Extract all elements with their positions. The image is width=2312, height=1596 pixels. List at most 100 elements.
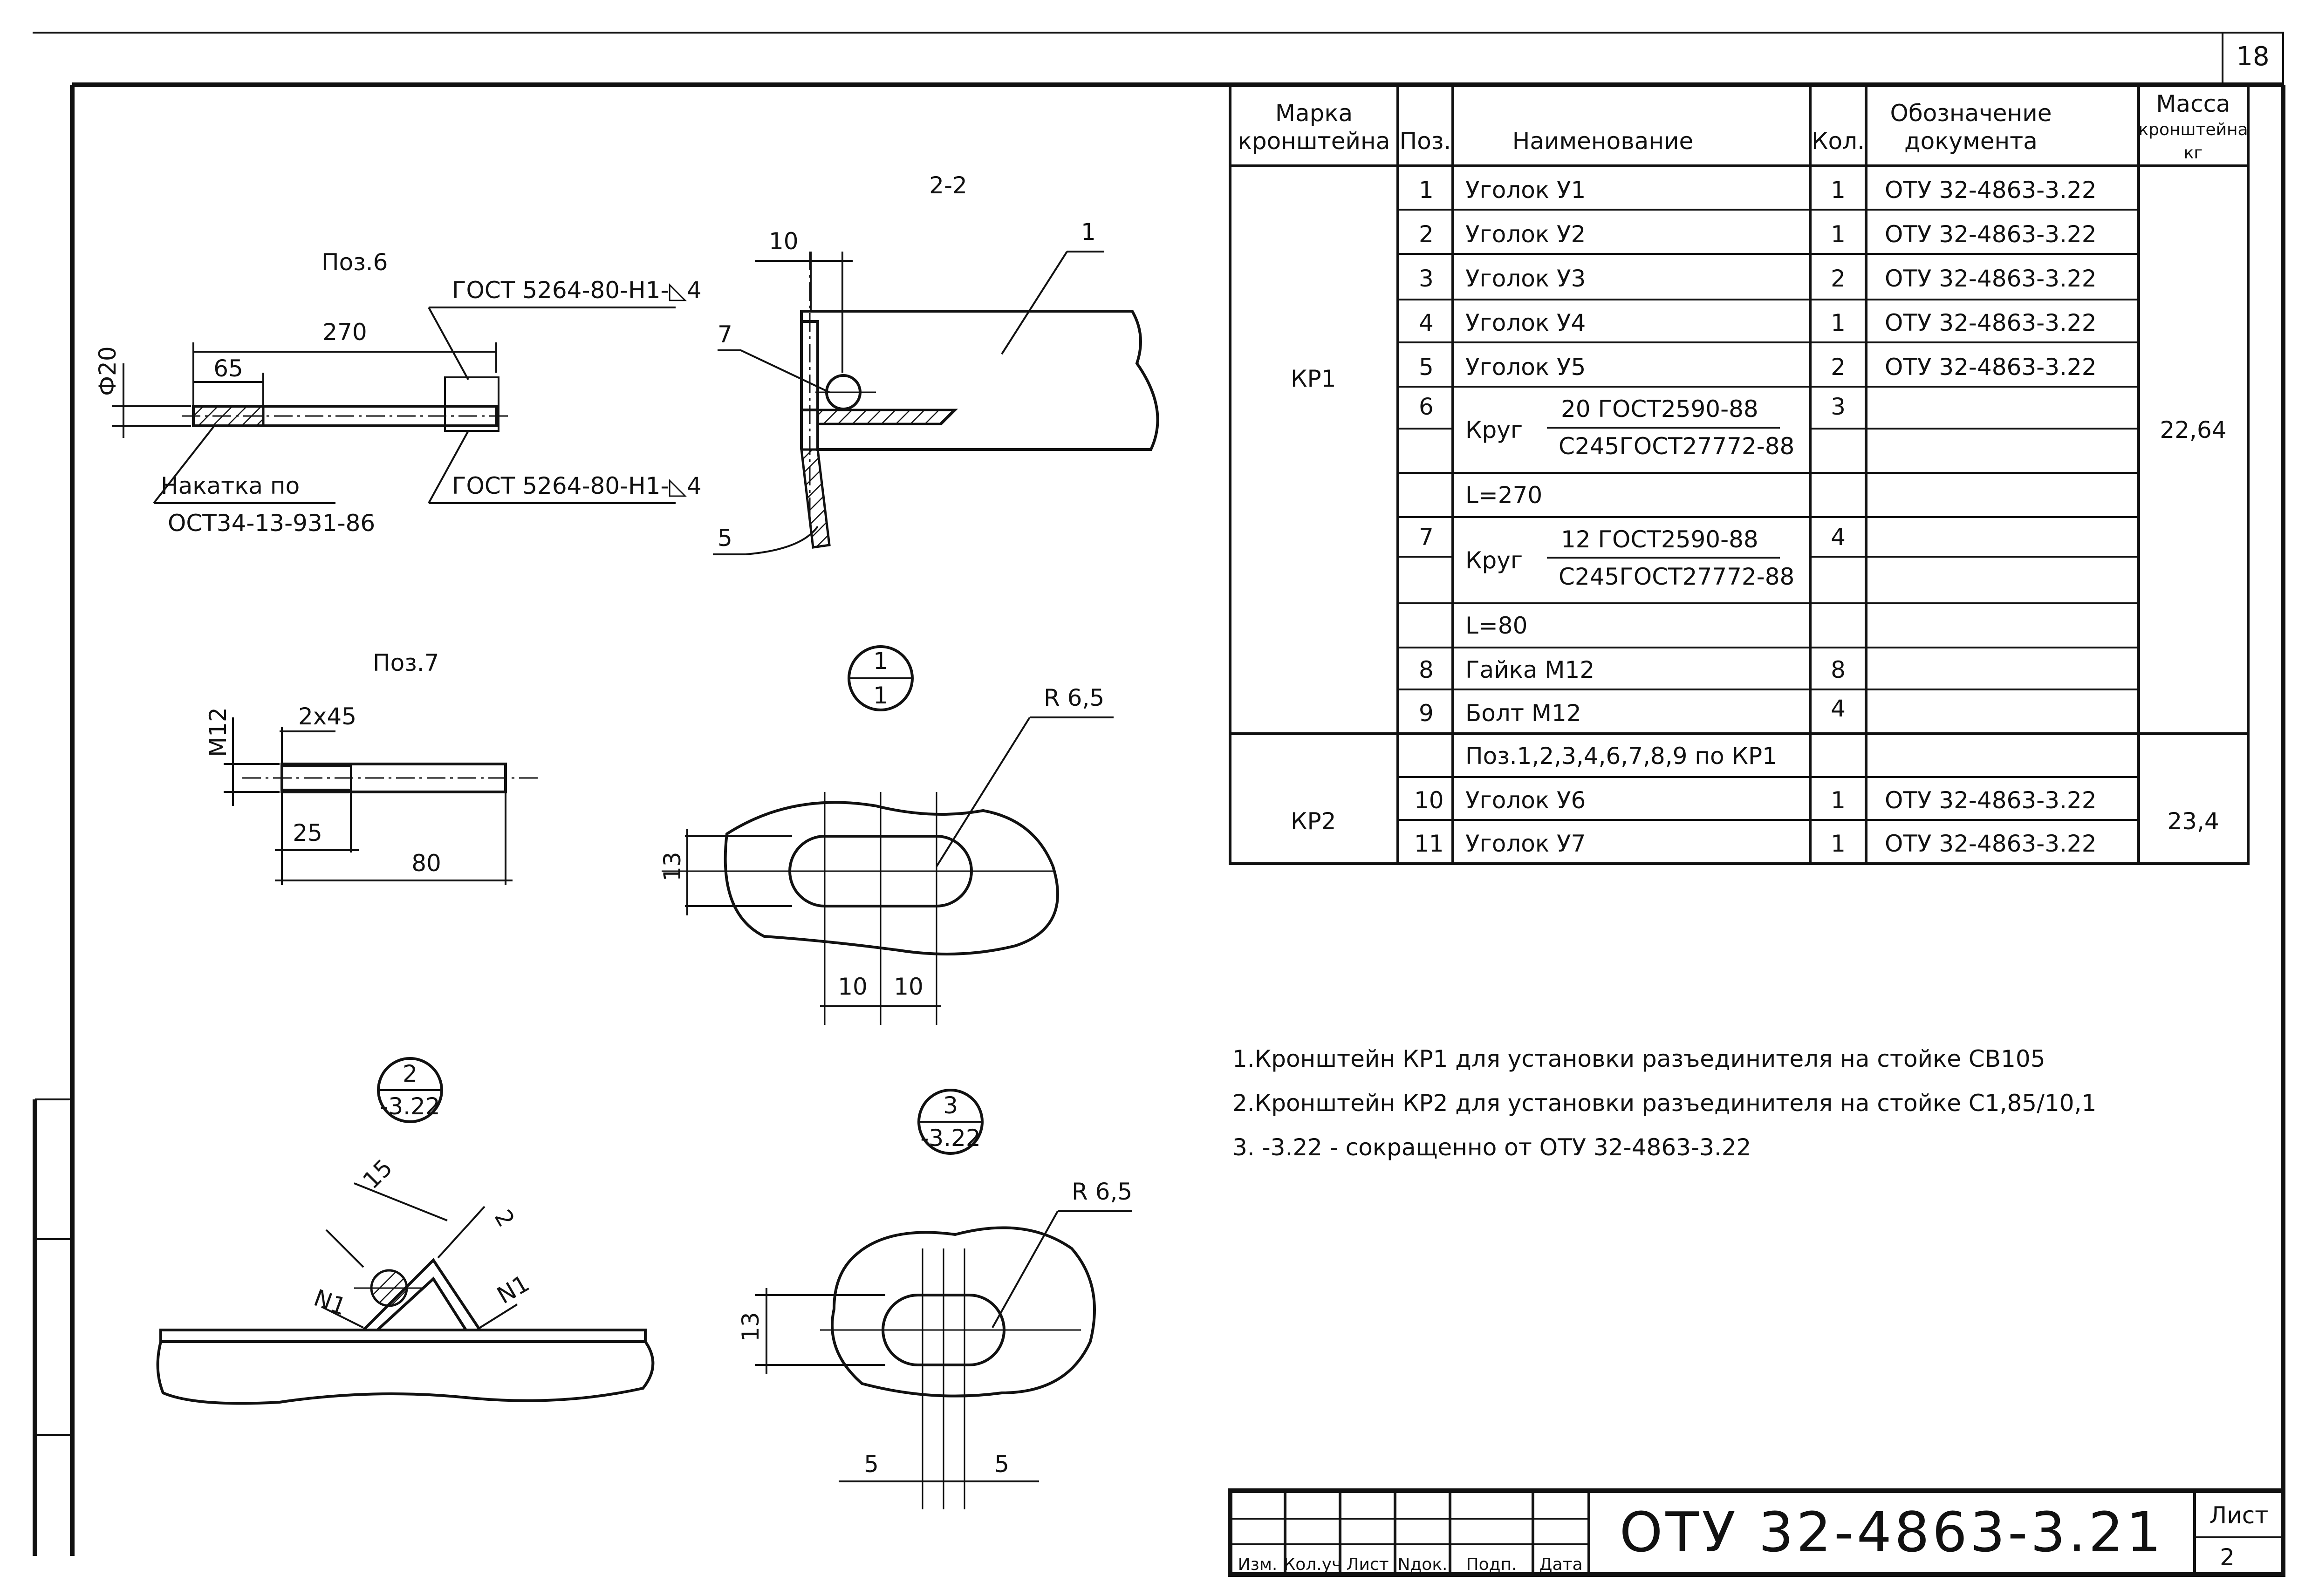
header-name: Наименование bbox=[1512, 128, 1694, 155]
row-doc: ОТУ 32-4863-3.22 bbox=[1885, 177, 2097, 204]
pos6-weld-bottom: ГОСТ 5264-80-Н1-◺4 bbox=[452, 472, 702, 499]
row-qty: 1 bbox=[1831, 309, 1846, 336]
spec-table: Марка кронштейна Поз. Наименование Кол. … bbox=[1229, 83, 2250, 865]
row-qty: 3 bbox=[1831, 393, 1846, 420]
header-pos: Поз. bbox=[1400, 128, 1451, 155]
row-pos: 4 bbox=[1419, 309, 1434, 336]
table-row: 11 Уголок У7 1 ОТУ 32-4863-3.22 bbox=[1414, 830, 2097, 857]
row-frac-top: 12 ГОСТ2590-88 bbox=[1561, 526, 1758, 553]
title-block: Изм. Кол.уч Лист Nдок. Подп. Дата ОТУ 32… bbox=[1228, 1488, 2285, 1577]
row-doc: ОТУ 32-4863-3.22 bbox=[1885, 265, 2097, 292]
view-1-bubble-top: 1 bbox=[873, 648, 888, 675]
header-mass-line3: кг bbox=[2184, 143, 2203, 163]
row-pos: 11 bbox=[1414, 830, 1444, 857]
title-col-list: Лист bbox=[1346, 1555, 1389, 1574]
pos7-dim-thread: М12 bbox=[205, 707, 232, 757]
row-pos: 5 bbox=[1419, 354, 1434, 381]
pos6-dim-knurl: 65 bbox=[213, 355, 243, 382]
section-2-2-title: 2-2 bbox=[929, 172, 967, 199]
pos7-dim-chamfer: 2х45 bbox=[298, 703, 356, 730]
pos7-dim-total: 80 bbox=[411, 850, 441, 877]
row-name: Болт М12 bbox=[1465, 700, 1581, 727]
header-doc-line2: документа bbox=[1904, 128, 2038, 155]
header-mass-line1: Масса bbox=[2156, 90, 2230, 117]
section-2-2-callout-1: 1 bbox=[1081, 218, 1096, 246]
table-row: 3 Уголок У3 2 ОТУ 32-4863-3.22 bbox=[1419, 265, 2097, 292]
view-2-weld-right: N1 bbox=[492, 1270, 534, 1310]
title-col-podp: Подп. bbox=[1466, 1555, 1517, 1574]
pos7-title: Поз.7 bbox=[373, 649, 439, 676]
view-3-drawing: 3 -3.22 13 5 5 R 6,5 bbox=[737, 1089, 1132, 1509]
view-2-dim-leg: 15 bbox=[357, 1154, 397, 1194]
pos6-dim-total: 270 bbox=[322, 319, 367, 346]
title-col-kolych: Кол.уч bbox=[1284, 1555, 1342, 1574]
row-qty: 1 bbox=[1831, 221, 1846, 248]
table-row: 4 Уголок У4 1 ОТУ 32-4863-3.22 bbox=[1419, 309, 2097, 336]
row-pos: 3 bbox=[1419, 265, 1434, 292]
row-pos: 8 bbox=[1419, 656, 1434, 683]
title-col-ndok: Nдок. bbox=[1397, 1555, 1447, 1574]
table-row: 10 Уголок У6 1 ОТУ 32-4863-3.22 bbox=[1414, 787, 2097, 814]
view-3-radius: R 6,5 bbox=[1072, 1178, 1132, 1205]
row-qty: 2 bbox=[1831, 354, 1846, 381]
group-mark-kr2: КР2 bbox=[1291, 808, 1336, 835]
document-designation: ОТУ 32-4863-3.21 bbox=[1620, 1500, 2164, 1564]
row-name: Поз.1,2,3,4,6,7,8,9 по КР1 bbox=[1465, 743, 1777, 770]
row-name: Круг bbox=[1465, 547, 1523, 574]
row-name: Уголок У6 bbox=[1465, 787, 1586, 814]
table-row: L=270 bbox=[1465, 482, 1542, 509]
view-3-dim-height: 13 bbox=[737, 1312, 764, 1342]
row-name: Уголок У2 bbox=[1465, 221, 1586, 248]
row-frac-top: 20 ГОСТ2590-88 bbox=[1561, 396, 1758, 423]
view-2-bubble-top: 2 bbox=[403, 1060, 417, 1087]
sheet-label: Лист bbox=[2209, 1502, 2269, 1529]
pos7-dim-thread-len: 25 bbox=[293, 819, 322, 846]
row-name: Круг bbox=[1465, 416, 1523, 443]
section-2-2-dim-top: 10 bbox=[769, 228, 799, 255]
row-name: L=270 bbox=[1465, 482, 1542, 509]
row-name: Уголок У3 bbox=[1465, 265, 1586, 292]
header-doc-line1: Обозначение bbox=[1890, 100, 2052, 127]
view-1-radius: R 6,5 bbox=[1044, 684, 1104, 711]
view-3-bubble-top: 3 bbox=[943, 1092, 958, 1119]
table-row: 7 Круг 12 ГОСТ2590-88 С245ГОСТ27772-88 4 bbox=[1419, 524, 1846, 590]
pos6-note-line1: Накатка по bbox=[161, 472, 300, 499]
header-mark-line2: кронштейна bbox=[1238, 128, 1390, 155]
table-row: 5 Уголок У5 2 ОТУ 32-4863-3.22 bbox=[1419, 354, 2097, 381]
view-3-dim-left: 5 bbox=[864, 1451, 879, 1478]
table-row: 2 Уголок У2 1 ОТУ 32-4863-3.22 bbox=[1419, 221, 2097, 248]
pos7-drawing: Поз.7 2х45 М12 25 80 bbox=[205, 649, 540, 885]
view-3-dim-right: 5 bbox=[994, 1451, 1009, 1478]
header-mark-line1: Марка bbox=[1275, 100, 1353, 127]
row-frac-bottom: С245ГОСТ27772-88 bbox=[1559, 563, 1794, 590]
row-qty: 4 bbox=[1831, 524, 1846, 551]
pos6-weld-top: ГОСТ 5264-80-Н1-◺4 bbox=[452, 277, 702, 304]
view-1-dim-height: 13 bbox=[659, 852, 686, 881]
table-row: Поз.1,2,3,4,6,7,8,9 по КР1 bbox=[1465, 743, 1777, 770]
group-mass-kr2: 23,4 bbox=[2167, 808, 2219, 835]
header-qty: Кол. bbox=[1812, 128, 1865, 155]
row-qty: 1 bbox=[1831, 787, 1846, 814]
section-2-2-drawing: 2-2 10 1 7 5 bbox=[713, 172, 1159, 555]
row-pos: 6 bbox=[1419, 393, 1434, 420]
row-pos: 7 bbox=[1419, 524, 1434, 551]
row-doc: ОТУ 32-4863-3.22 bbox=[1885, 354, 2097, 381]
row-qty: 1 bbox=[1831, 177, 1846, 204]
sheet-value: 2 bbox=[2220, 1544, 2235, 1571]
view-2-drawing: 2 -3.22 15 2 N1 N1 bbox=[156, 1057, 655, 1405]
view-3-bubble-bottom: -3.22 bbox=[920, 1125, 980, 1152]
row-pos: 1 bbox=[1419, 177, 1434, 204]
note-1: 1.Кронштейн КР1 для установки разъединит… bbox=[1232, 1045, 2045, 1072]
row-doc: ОТУ 32-4863-3.22 bbox=[1885, 309, 2097, 336]
table-row: L=80 bbox=[1465, 612, 1527, 639]
view-2-bubble-bottom: -3.22 bbox=[380, 1093, 440, 1120]
section-2-2-callout-7: 7 bbox=[718, 321, 732, 348]
view-1-drawing: 1 1 13 10 10 R 6,5 bbox=[659, 645, 1114, 1025]
view-2-weld-left: N1 bbox=[310, 1284, 350, 1321]
group-mark-kr1: КР1 bbox=[1291, 365, 1336, 392]
row-pos: 2 bbox=[1419, 221, 1434, 248]
row-doc: ОТУ 32-4863-3.22 bbox=[1885, 830, 2097, 857]
row-frac-bottom: С245ГОСТ27772-88 bbox=[1559, 433, 1794, 460]
pos6-title: Поз.6 bbox=[321, 249, 388, 276]
corner-sheet-number: 18 bbox=[2236, 41, 2269, 72]
